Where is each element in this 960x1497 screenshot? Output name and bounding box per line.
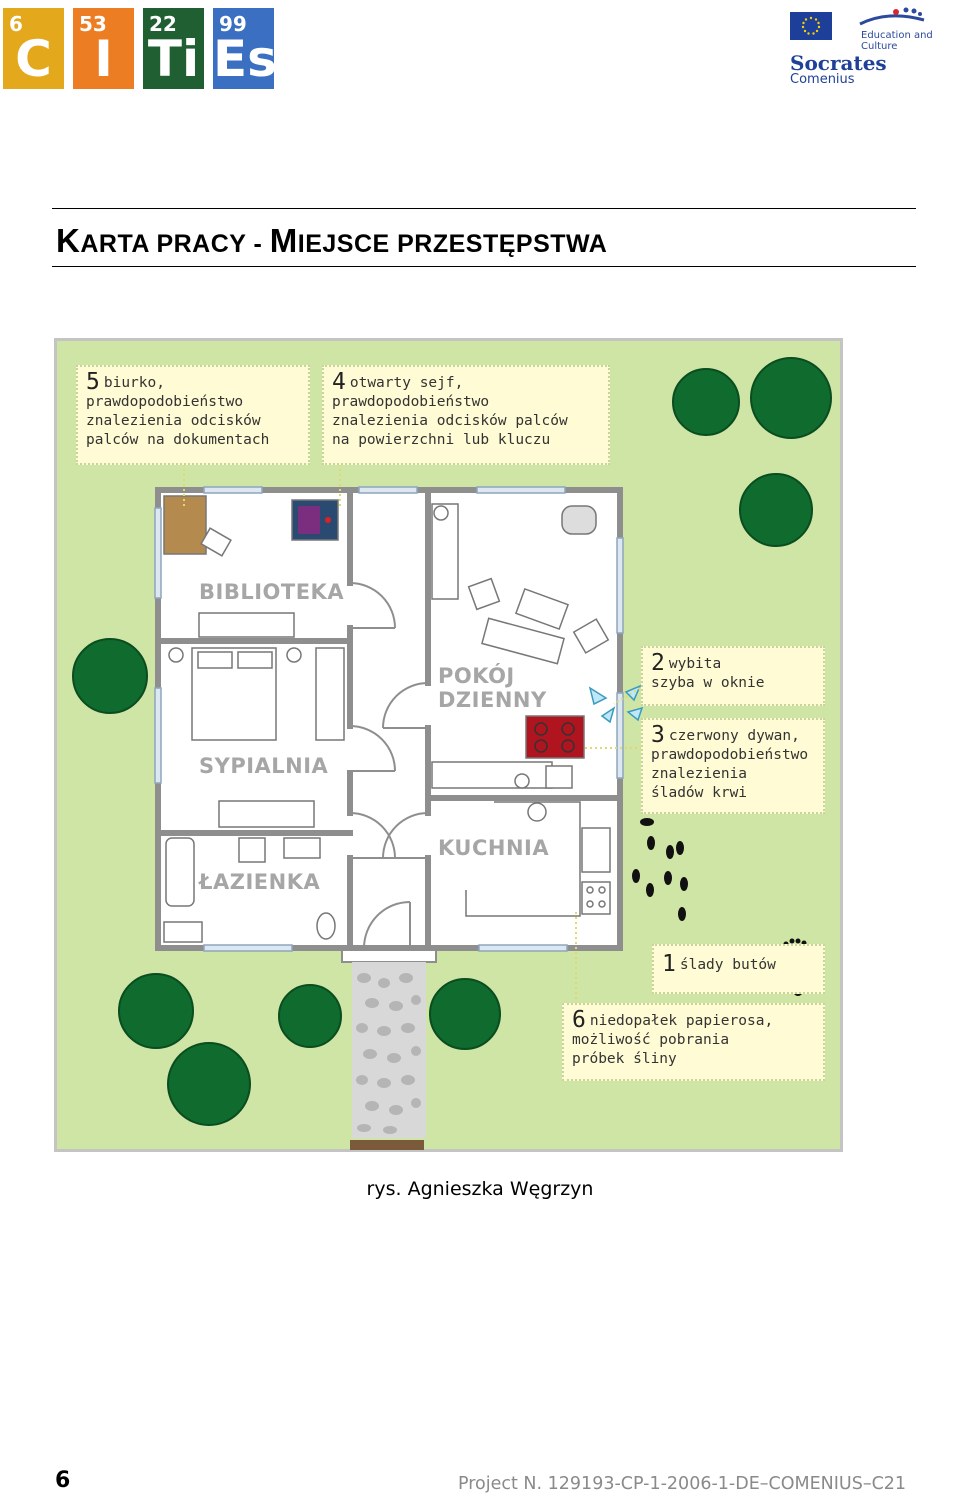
room-label-biblioteka: BIBLIOTEKA bbox=[199, 580, 345, 604]
path-stones bbox=[356, 973, 421, 1134]
tree-icon bbox=[278, 984, 342, 1048]
plant-icon bbox=[433, 505, 449, 521]
trees bbox=[72, 357, 832, 1126]
rug-pattern bbox=[534, 722, 575, 753]
room-label-sypialnia: SYPIALNIA bbox=[199, 754, 329, 778]
socrates-text: Socrates bbox=[790, 51, 887, 75]
room-label-lazienka: ŁAZIENKA bbox=[199, 870, 321, 894]
fridge-icon bbox=[581, 827, 611, 873]
desk-icon bbox=[163, 495, 207, 555]
plant-icon bbox=[514, 773, 530, 789]
armchair-icon bbox=[572, 618, 610, 654]
bedroom-furniture bbox=[168, 647, 345, 828]
logo-tile-ti: 22 Ti bbox=[143, 8, 204, 89]
logo-tile-i: 53 I bbox=[73, 8, 134, 89]
logo-tile-es: 99 Es bbox=[213, 8, 277, 89]
education-swoosh-icon bbox=[859, 7, 925, 26]
cabinet-icon bbox=[283, 837, 321, 859]
page-number: 6 bbox=[55, 1468, 71, 1493]
sofa-icon bbox=[481, 617, 565, 665]
logo-tile-c: 6 C bbox=[3, 8, 64, 89]
shelf-icon bbox=[163, 921, 203, 943]
bathroom-furniture bbox=[163, 837, 336, 943]
tree-icon bbox=[167, 1042, 251, 1126]
counter-icon bbox=[465, 801, 581, 917]
living-room-furniture bbox=[431, 503, 610, 789]
plant-icon bbox=[168, 647, 184, 663]
page-title: KARTA PRACY - MIEJSCE PRZESTĘPSTWA bbox=[56, 222, 608, 259]
sink-icon bbox=[527, 802, 547, 822]
stove-icon bbox=[581, 881, 611, 915]
room-label-pokoj-dzienny: POKÓJ DZIENNY bbox=[438, 664, 547, 712]
wardrobe-icon bbox=[315, 647, 345, 741]
tree-icon bbox=[118, 973, 194, 1049]
figure-caption: rys. Agnieszka Węgrzyn bbox=[366, 1178, 594, 1200]
tree-icon bbox=[750, 357, 832, 439]
bookcase-icon bbox=[431, 503, 459, 600]
crime-scene-plan: BIBLIOTEKA SYPIALNIA ŁAZIENKA POKÓJ DZIE… bbox=[54, 338, 843, 1152]
callout-lines bbox=[183, 464, 642, 1004]
footprints-icon bbox=[632, 818, 688, 921]
tree-icon bbox=[739, 473, 813, 547]
sideboard-icon bbox=[431, 761, 553, 789]
windows bbox=[154, 486, 624, 952]
armchair-icon bbox=[467, 577, 501, 611]
comenius-text: Comenius bbox=[790, 72, 855, 87]
title-rule-bottom bbox=[52, 266, 916, 267]
dresser-icon bbox=[218, 800, 315, 828]
kitchen-furniture bbox=[465, 801, 611, 917]
bathtub-icon bbox=[165, 837, 195, 907]
room-label-kuchnia: KUCHNIA bbox=[438, 836, 550, 860]
table-icon bbox=[514, 587, 570, 631]
eu-flag-icon bbox=[790, 12, 832, 40]
toilet-icon bbox=[316, 912, 336, 940]
entrance-step bbox=[341, 949, 437, 963]
chair-icon bbox=[200, 527, 232, 557]
project-footer: Project N. 129193-CP-1-2006-1-DE–COMENIU… bbox=[458, 1474, 907, 1494]
tree-icon bbox=[72, 638, 148, 714]
plant-icon bbox=[286, 647, 302, 663]
eu-stars-icon bbox=[801, 16, 821, 35]
doors bbox=[349, 582, 429, 949]
tree-icon bbox=[672, 368, 740, 436]
bookshelf-icon bbox=[198, 612, 295, 638]
education-culture-text: Education and Culture bbox=[861, 30, 933, 52]
tree-icon bbox=[429, 978, 501, 1050]
sink-icon bbox=[238, 837, 266, 863]
library-furniture bbox=[163, 495, 339, 638]
doormat bbox=[350, 1140, 424, 1150]
title-rule-top bbox=[52, 208, 916, 209]
chair-icon bbox=[545, 765, 573, 789]
tv-icon bbox=[561, 505, 597, 535]
red-rug-icon bbox=[525, 715, 585, 759]
